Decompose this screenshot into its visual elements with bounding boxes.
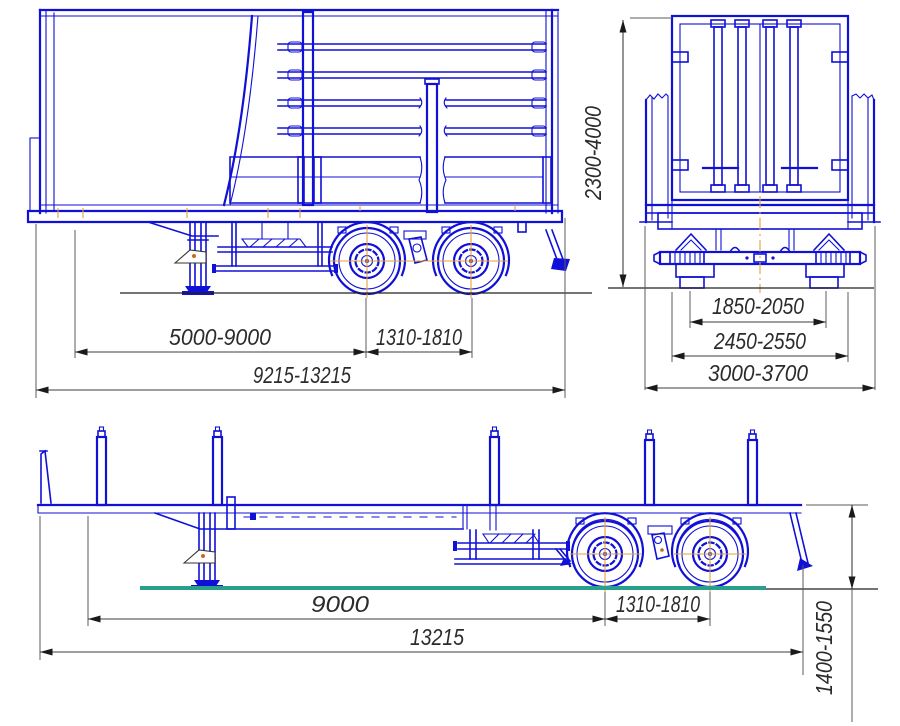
dim-body-width: 2450-2550 xyxy=(672,328,848,360)
dim-label-track-width: 1850-2050 xyxy=(712,293,804,319)
dim-overall-length: 9215-13215 xyxy=(36,362,565,394)
dim-label-body-width: 2450-2550 xyxy=(713,328,806,354)
side-panel-left xyxy=(639,93,673,224)
dim-label-flatbed-bogie-spread: 1310-1810 xyxy=(616,591,700,617)
dim-flatbed-overall-length: 13215 xyxy=(40,624,803,656)
flatbed-centerlines xyxy=(570,517,746,592)
dim-wheelbase: 5000-9000 xyxy=(75,324,366,356)
dim-label-wheelbase: 5000-9000 xyxy=(169,324,271,350)
dim-label-flatbed-overall-length: 13215 xyxy=(410,624,464,650)
flatbed-suspension-bracket xyxy=(647,525,673,560)
rear-dimensions: 2300-4000 1850-2050 2450-2550 3000-3700 xyxy=(580,17,876,392)
dim-label-frame-length: 9000 xyxy=(311,591,369,617)
suspension-bracket xyxy=(403,230,428,264)
door-rods xyxy=(710,19,802,193)
dim-loading-height: 1400-1550 xyxy=(811,505,856,695)
dim-label-overall-width: 3000-3700 xyxy=(708,360,808,386)
side-stake-front xyxy=(301,10,315,207)
dim-track-width: 1850-2050 xyxy=(690,293,826,326)
dim-bogie-spread: 1310-1810 xyxy=(366,324,472,356)
side-panel-right xyxy=(847,93,881,224)
rear-view: 2300-4000 1850-2050 2450-2550 3000-3700 xyxy=(580,14,881,392)
dim-label-bogie-spread: 1310-1810 xyxy=(376,324,462,350)
dim-label-overall-length: 9215-13215 xyxy=(253,362,351,388)
side-dimensions: 5000-9000 1310-1810 9215-13215 xyxy=(35,218,566,398)
flatbed-view: 9000 1310-1810 13215 1400-1550 xyxy=(36,426,878,722)
dim-label-overall-height: 2300-4000 xyxy=(580,106,606,201)
dim-frame-length: 9000 xyxy=(88,591,605,623)
side-centerlines xyxy=(57,205,516,298)
flatbed-dimensions: 9000 1310-1810 13215 1400-1550 xyxy=(39,504,868,722)
side-view-body xyxy=(26,8,564,224)
dim-overall-width: 3000-3700 xyxy=(645,360,875,392)
dim-flatbed-bogie-spread: 1310-1810 xyxy=(605,591,710,623)
dim-overall-height: 2300-4000 xyxy=(580,20,627,287)
side-view: 5000-9000 1310-1810 9215-13215 xyxy=(26,8,592,398)
spare-rack xyxy=(212,221,338,273)
flatbed-stakes xyxy=(95,426,759,507)
dim-label-loading-height: 1400-1550 xyxy=(811,601,837,695)
